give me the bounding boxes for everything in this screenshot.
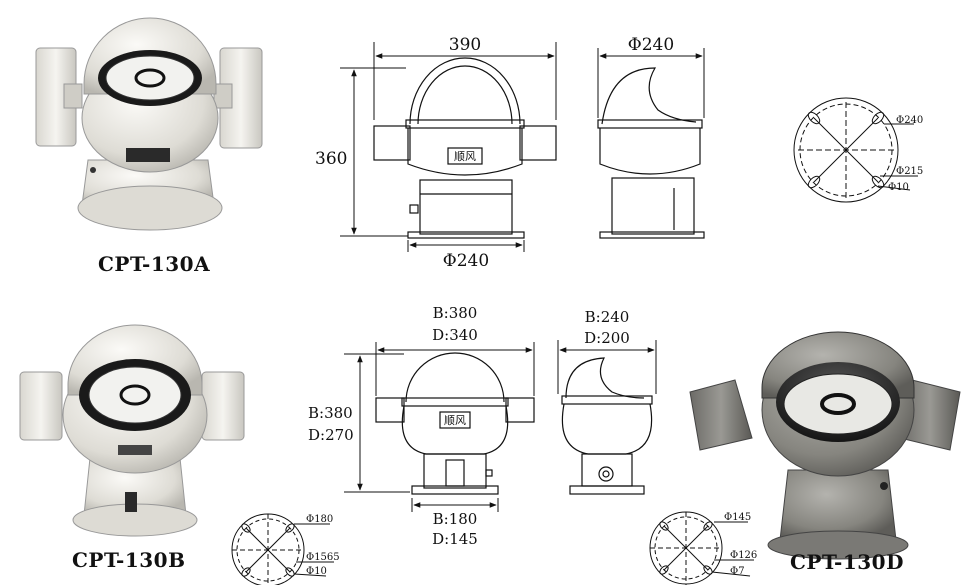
mounting-hole-pattern-d bbox=[649, 511, 754, 585]
dimension-lines-row1-front bbox=[340, 42, 557, 252]
hole-size-b: Φ10 bbox=[306, 566, 327, 577]
hole-outer-d: Φ145 bbox=[724, 512, 751, 523]
hole-pcd-b: Φ1565 bbox=[306, 552, 340, 563]
hole-pcd-row1: Φ215 bbox=[896, 166, 923, 177]
dim-base-row1: Φ240 bbox=[443, 251, 489, 271]
model-label-cpt-130b: CPT-130B bbox=[72, 548, 186, 572]
compass-photo-cpt-130b bbox=[19, 324, 245, 537]
dim-height-b-row2: B:380 bbox=[308, 404, 353, 422]
hole-outer-row1: Φ240 bbox=[896, 115, 923, 126]
dim-side-d-row2: D:200 bbox=[584, 329, 630, 347]
compass-photo-cpt-130a bbox=[35, 17, 263, 231]
dimension-lines-row1-side bbox=[597, 48, 705, 118]
dim-width-row1: 390 bbox=[449, 35, 481, 55]
hole-size-row1: Φ10 bbox=[888, 182, 909, 193]
dim-base-b-row2: B:180 bbox=[433, 510, 478, 528]
dim-base-d-row2: D:145 bbox=[432, 530, 478, 548]
dim-height-d-row2: D:270 bbox=[308, 426, 354, 444]
model-label-cpt-130d: CPT-130D bbox=[790, 550, 904, 574]
hole-size-d: Φ7 bbox=[730, 566, 745, 577]
mounting-hole-pattern-row1 bbox=[793, 97, 918, 203]
dim-width-d-row2: D:340 bbox=[432, 326, 478, 344]
dim-height-row1: 360 bbox=[315, 149, 347, 169]
brand-plate-row1: 顺风 bbox=[454, 150, 476, 163]
side-view-drawing-row2 bbox=[561, 357, 653, 495]
hole-outer-b: Φ180 bbox=[306, 514, 333, 525]
dim-width-b-row2: B:380 bbox=[433, 304, 478, 322]
front-view-drawing-row2 bbox=[375, 352, 535, 495]
mounting-hole-pattern-b bbox=[231, 513, 334, 585]
hole-pcd-d: Φ126 bbox=[730, 550, 757, 561]
compass-photo-cpt-130d bbox=[689, 331, 961, 560]
side-view-drawing-row1 bbox=[597, 67, 705, 239]
dim-side-b-row2: B:240 bbox=[585, 308, 630, 326]
front-view-drawing-row1 bbox=[373, 57, 557, 239]
dimension-lines-row2-side bbox=[557, 340, 657, 394]
dimension-lines-row2-front bbox=[344, 342, 535, 512]
brand-plate-row2: 顺风 bbox=[444, 414, 466, 427]
dim-side-width-row1: Φ240 bbox=[628, 35, 674, 55]
model-label-cpt-130a: CPT-130A bbox=[98, 252, 211, 276]
